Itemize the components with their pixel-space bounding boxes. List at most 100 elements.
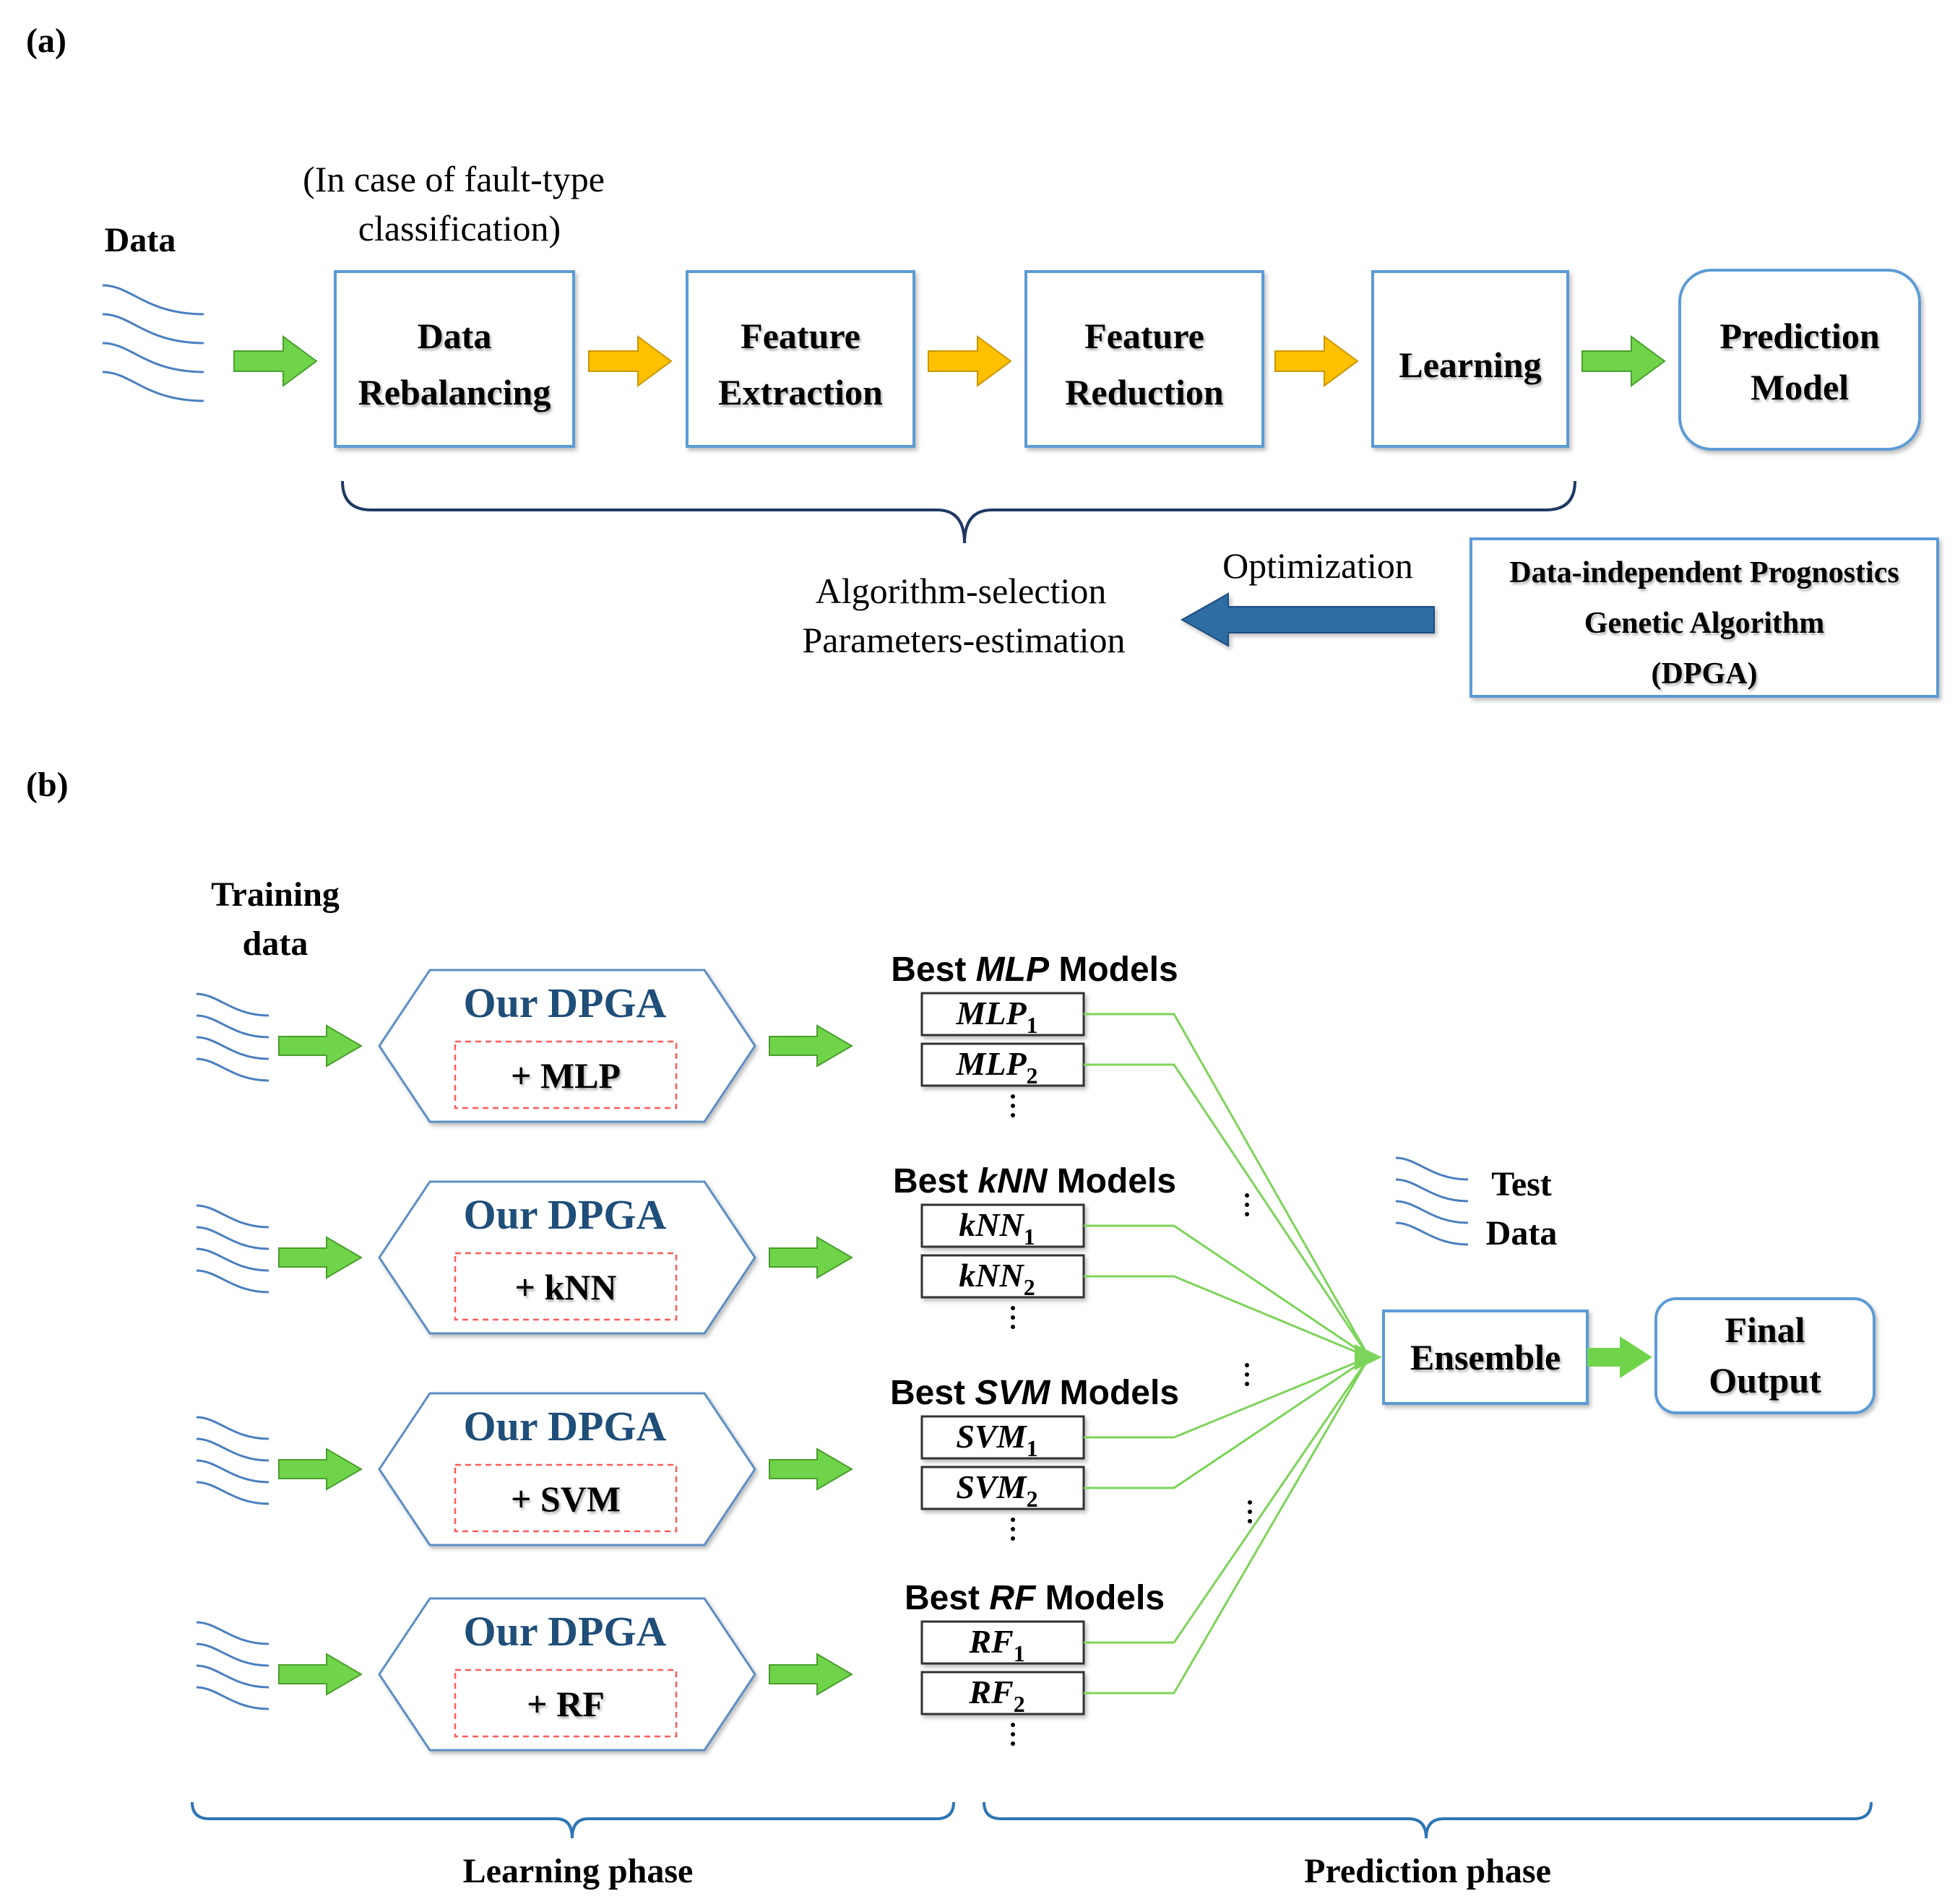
- step-4-line-1: Learning: [1399, 345, 1541, 385]
- orange-arrow-icon: [588, 335, 673, 387]
- model-subscript: 2: [1027, 1063, 1038, 1089]
- best-suffix: Models: [1035, 1579, 1165, 1617]
- learning-phase-brace: [191, 1801, 955, 1839]
- ensemble-label: Ensemble: [1410, 1337, 1561, 1377]
- green-arrow-icon: [769, 1448, 853, 1491]
- model-box: [920, 1254, 1085, 1299]
- model-name-base: SVM: [956, 1418, 1027, 1455]
- model-subscript: 1: [1024, 1224, 1035, 1250]
- pipeline-brace: [341, 480, 1576, 544]
- ellipsis-dot: [1011, 1536, 1015, 1541]
- ellipsis-dot: [1011, 1527, 1015, 1531]
- step-1-line-1: Data: [418, 316, 492, 356]
- prediction-line-1: Prediction: [1719, 316, 1879, 356]
- final-line-1: Final: [1725, 1310, 1805, 1350]
- best-suffix: Models: [1047, 1162, 1176, 1200]
- part-b-label: (b): [26, 766, 69, 804]
- ensemble-box: Ensemble: [1382, 1310, 1589, 1405]
- orange-arrow-icon: [928, 335, 1012, 387]
- green-arrow-icon: [278, 1653, 363, 1696]
- part-a-label: (a): [26, 22, 66, 60]
- model-name: RF2: [968, 1674, 1024, 1717]
- model-name-base: RF: [968, 1674, 1013, 1710]
- hexagon-subtitle: + RF: [527, 1684, 605, 1724]
- hexagon-title: Our DPGA: [464, 979, 667, 1026]
- note-line-2: classification): [358, 208, 561, 248]
- model-name-base: SVM: [956, 1468, 1027, 1505]
- ellipsis-dot: [1011, 1741, 1015, 1746]
- training-wave-icon: [195, 1204, 270, 1294]
- hexagon-title: Our DPGA: [464, 1403, 667, 1450]
- connection-line: [1084, 1356, 1370, 1489]
- dashed-box: [454, 1252, 678, 1321]
- model-name: RF1: [968, 1623, 1024, 1666]
- ensemble-arrowhead-icon: [1355, 1344, 1382, 1370]
- hexagon-subtitle: + SVM: [511, 1479, 621, 1519]
- model-name: kNN1: [959, 1206, 1035, 1250]
- dashed-box: [454, 1463, 678, 1533]
- algo-line-2: Parameters-estimation: [802, 620, 1125, 660]
- ellipsis-dot: [1011, 1094, 1015, 1099]
- learning-phase-label: Learning phase: [463, 1852, 694, 1890]
- data-wave-icon: [101, 284, 205, 402]
- dpga-hexagon: [378, 969, 756, 1123]
- best-prefix: Best: [893, 1162, 977, 1200]
- dpga-box: Data-independent Prognostics Genetic Alg…: [1470, 537, 1939, 698]
- ellipsis-dot: [1011, 1723, 1015, 1727]
- step-2-line-1: Feature: [741, 316, 860, 356]
- test-line-1: Test: [1491, 1165, 1552, 1203]
- training-wave-icon: [195, 992, 270, 1082]
- best-models-heading: Best SVM Models: [890, 1374, 1179, 1412]
- model-connections: [1084, 1013, 1382, 1695]
- algo-line-1: Algorithm-selection: [816, 571, 1107, 611]
- step-3-line-1: Feature: [1084, 316, 1204, 356]
- dpga-hexagon: [378, 1392, 756, 1546]
- prediction-line-2: Model: [1751, 367, 1849, 407]
- hexagon-title: Our DPGA: [464, 1191, 667, 1238]
- dashed-box: [454, 1040, 678, 1109]
- training-wave-icon: [195, 1621, 270, 1710]
- model-name-base: kNN: [959, 1257, 1024, 1294]
- model-box: [920, 1415, 1085, 1460]
- model-name-base: MLP: [955, 995, 1027, 1031]
- ellipsis-dot: [1011, 1104, 1015, 1108]
- training-wave-icon: [195, 1416, 270, 1505]
- model-name: MLP1: [955, 995, 1037, 1038]
- step-3-line-2: Reduction: [1065, 372, 1224, 412]
- model-subscript: 2: [1024, 1274, 1035, 1300]
- model-name-base: kNN: [959, 1206, 1024, 1243]
- model-subscript: 2: [1027, 1486, 1038, 1512]
- step-2-line-2: Extraction: [718, 372, 883, 412]
- best-prefix: Best: [905, 1579, 989, 1617]
- ellipsis-dot: [1011, 1113, 1015, 1117]
- model-box: [920, 1620, 1085, 1665]
- note-line-1: (In case of fault-type: [303, 159, 605, 199]
- step-data-rebalancing: Data Rebalancing: [334, 270, 575, 448]
- prediction-model-box: Prediction Model: [1678, 269, 1921, 451]
- ellipsis-marks: [1245, 1193, 1252, 1523]
- test-wave-icon: [1394, 1156, 1470, 1246]
- connection-line: [1084, 1356, 1371, 1695]
- optimization-arrow-icon: [1180, 592, 1435, 647]
- dpga-hexagon: [378, 1597, 756, 1752]
- best-prefix: Best: [890, 1374, 975, 1412]
- optimization-label: Optimization: [1222, 545, 1413, 586]
- training-line-2: data: [243, 925, 308, 963]
- green-arrow-icon: [769, 1024, 853, 1068]
- dpga-hexagon: [378, 1180, 756, 1335]
- best-suffix: Models: [1049, 951, 1178, 989]
- green-arrow-icon: [278, 1448, 363, 1491]
- ellipsis-dot: [1011, 1315, 1015, 1320]
- model-subscript: 1: [1027, 1435, 1038, 1461]
- step-1-line-2: Rebalancing: [358, 372, 551, 412]
- best-algorithm: SVM: [975, 1374, 1050, 1412]
- green-arrow-icon: [1581, 335, 1666, 387]
- connection-line: [1084, 1275, 1370, 1359]
- model-box: [920, 992, 1085, 1037]
- best-algorithm: kNN: [977, 1162, 1048, 1200]
- prediction-phase-label: Prediction phase: [1304, 1852, 1551, 1890]
